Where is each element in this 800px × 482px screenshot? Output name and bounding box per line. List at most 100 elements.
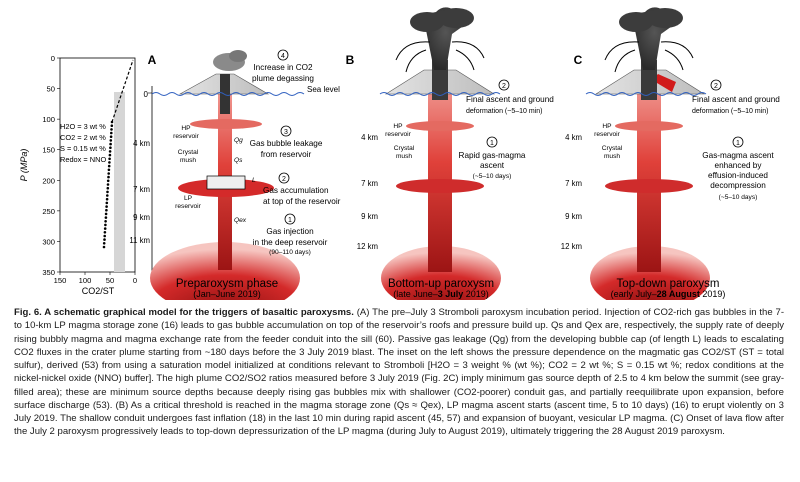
svg-text:2: 2 — [282, 176, 286, 183]
inset-x-tick: 50 — [106, 276, 114, 285]
inset-x-tick: 100 — [79, 276, 92, 285]
curve-point — [109, 139, 113, 142]
inset-y-tick: 50 — [47, 85, 55, 94]
inset-frame — [59, 57, 136, 273]
svg-text:2: 2 — [502, 83, 506, 90]
inset-ylabel: P (MPa) — [19, 149, 29, 182]
svg-text:(90–110 days): (90–110 days) — [269, 249, 311, 256]
svg-text:9 km: 9 km — [133, 213, 150, 222]
sea-level-b — [379, 92, 501, 96]
caption-figure-label: Fig. 6. A schematic graphical model for … — [14, 307, 354, 318]
hp-reservoir-b — [406, 121, 474, 131]
panel-a-title: Preparoxysm phase — [176, 278, 278, 290]
svg-text:(~5–10 days): (~5–10 days) — [719, 194, 758, 201]
condition-line: S = 0.15 wt % — [60, 144, 106, 153]
svg-text:Qg: Qg — [234, 137, 243, 144]
curve-point — [103, 238, 106, 241]
svg-text:Final ascent and ground: Final ascent and ground — [692, 95, 780, 104]
svg-text:3: 3 — [284, 129, 288, 136]
svg-text:7 km: 7 km — [565, 179, 582, 188]
curve-point — [107, 164, 111, 168]
panel-c-letter: C — [574, 53, 583, 67]
inset-y-tick: 250 — [42, 207, 55, 216]
svg-text:4: 4 — [281, 53, 285, 60]
inset-x-tick: 150 — [54, 276, 67, 285]
curve-point — [108, 157, 111, 161]
curve-point — [103, 234, 106, 238]
conduit-b — [428, 72, 452, 272]
inset-y-tick: 350 — [42, 268, 55, 277]
curve-point — [104, 212, 108, 216]
figure-caption: Fig. 6. A schematic graphical model for … — [14, 306, 784, 439]
curve-point — [107, 175, 110, 179]
svg-text:4 km: 4 km — [565, 133, 582, 142]
deep-reservoir-a — [150, 242, 300, 300]
svg-text:Qex: Qex — [234, 217, 247, 224]
svg-text:12 km: 12 km — [357, 242, 378, 251]
condition-line: CO2 = 2 wt % — [60, 133, 106, 142]
svg-text:9 km: 9 km — [565, 212, 582, 221]
curve-point — [102, 245, 106, 249]
depth-ticks-c: 4 km 7 km 9 km 12 km — [561, 133, 582, 251]
lp-reservoir-b — [396, 179, 484, 193]
svg-text:deformation (~5–10 min): deformation (~5–10 min) — [466, 108, 542, 115]
svg-text:7 km: 7 km — [133, 185, 150, 194]
curve-point — [107, 172, 110, 175]
panel-b-letter: B — [346, 53, 355, 67]
curve-point — [106, 186, 110, 190]
curve-point — [105, 201, 109, 205]
svg-text:Qs: Qs — [234, 157, 243, 164]
step-2-c: 2 Final ascent and ground deformation (~… — [692, 79, 780, 115]
panel-c-subtitle: (early July–28 August 2019) — [611, 289, 726, 299]
lp-reservoir-c — [605, 179, 693, 193]
curve-point — [108, 150, 112, 153]
saturation-curve — [102, 120, 114, 249]
panel-b-subtitle: (late June–3 July 2019) — [393, 289, 489, 299]
conduit-c — [637, 72, 661, 272]
curve-point — [108, 153, 112, 157]
svg-text:12 km: 12 km — [561, 242, 582, 251]
sea-level-label: Sea level — [307, 85, 340, 94]
curve-point — [105, 205, 108, 208]
curve-point — [106, 183, 110, 186]
condition-line: H2O = 3 wt % — [60, 122, 106, 131]
curve-point — [104, 220, 107, 223]
svg-text:9 km: 9 km — [361, 212, 378, 221]
inset-x-tick: 0 — [133, 276, 137, 285]
svg-text:7 km: 7 km — [361, 179, 378, 188]
inset-y-tick: 0 — [51, 54, 55, 63]
svg-text:Final ascent and ground: Final ascent and ground — [466, 95, 554, 104]
panel-a-letter: A — [148, 53, 157, 67]
deep-reservoir-b — [381, 246, 501, 300]
curve-point — [106, 179, 110, 183]
inset-y-tick: 150 — [42, 146, 55, 155]
curve-point — [109, 135, 113, 138]
hp-reservoir-c — [615, 121, 683, 131]
hp-reservoir-a — [190, 119, 262, 129]
sea-level-a — [151, 92, 305, 96]
svg-text:4 km: 4 km — [133, 139, 150, 148]
svg-text:1: 1 — [736, 140, 740, 147]
svg-text:deformation (~5–10 min): deformation (~5–10 min) — [692, 108, 768, 115]
panel-c-title: Top-down paroxysm — [617, 278, 720, 290]
condition-line: Redox = NNO — [60, 155, 106, 164]
lava-flow-c — [652, 74, 676, 92]
curve-point — [106, 190, 109, 194]
curve-point — [103, 227, 107, 230]
caption-body: (A) The pre–July 3 Stromboli paroxysm in… — [14, 307, 784, 438]
